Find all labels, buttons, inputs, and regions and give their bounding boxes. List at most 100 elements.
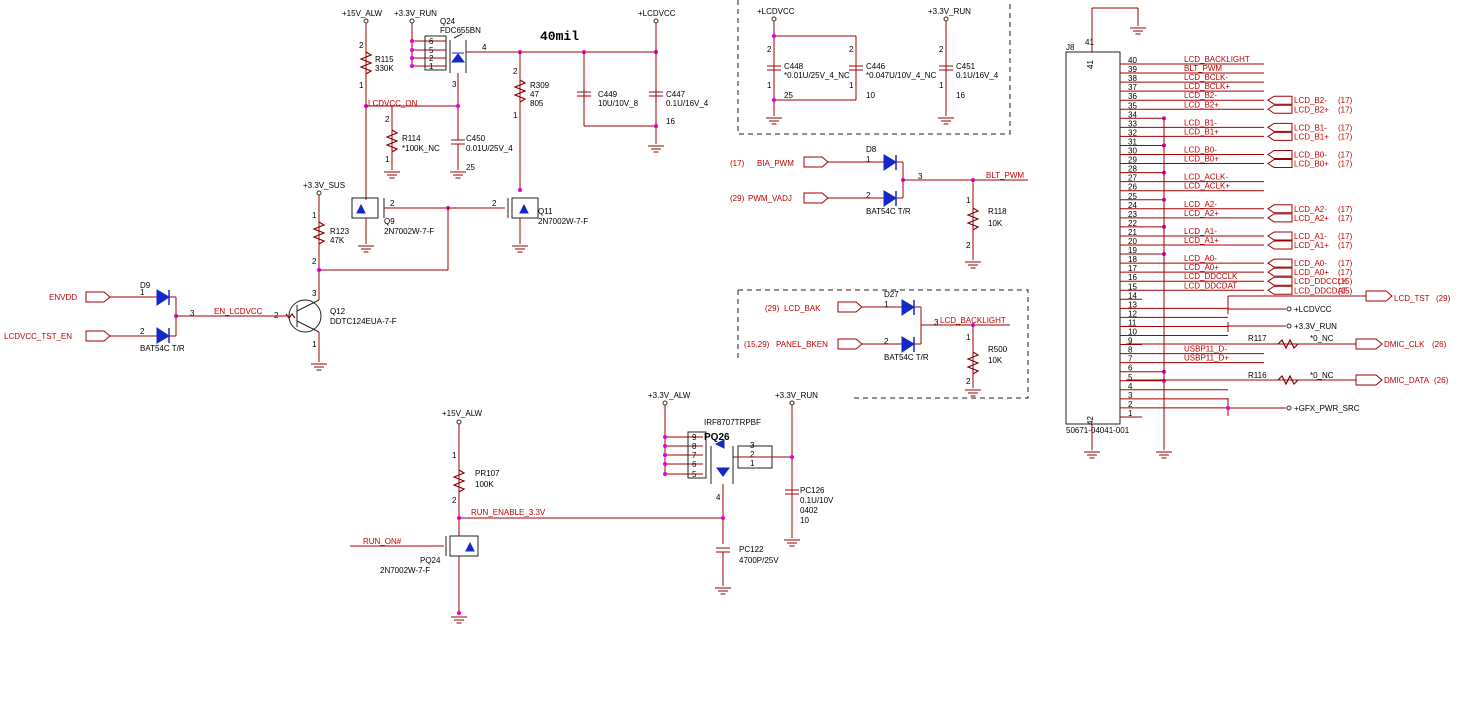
r118-val: 10K [988, 219, 1003, 228]
offpage-page: (17) [1338, 105, 1353, 114]
svg-text:3: 3 [452, 80, 457, 89]
svg-text:1: 1 [312, 211, 317, 220]
offpage-connector [1267, 213, 1293, 223]
d9-part: BAT54C T/R [140, 344, 185, 353]
offpage-page: (17) [1338, 160, 1353, 169]
j8-pin-number: 13 [1128, 300, 1137, 309]
svg-text:3: 3 [750, 441, 755, 450]
j8-pin-net: LCD_BACKLIGHT [1184, 55, 1250, 64]
lcdvcc-pin-label: +LCDVCC [1294, 305, 1332, 314]
offpage-connector [1267, 104, 1293, 114]
j8-pin-number: 25 [1128, 192, 1137, 201]
d9-ref: D9 [140, 281, 151, 290]
c450-n: 25 [466, 163, 475, 172]
net-en-lcdvcc: EN_LCDVCC [214, 307, 263, 316]
pc122-ref: PC122 [739, 545, 764, 554]
svg-text:1: 1 [513, 111, 518, 120]
lcd-bak-page: (29) [765, 304, 780, 313]
3v3-run-pin-label: +3.3V_RUN [1294, 322, 1337, 331]
j8-pin-number: 5 [1128, 373, 1133, 382]
svg-text:8: 8 [692, 442, 697, 451]
svg-text:2: 2 [492, 199, 497, 208]
net-lcd-bak: LCD_BAK [784, 304, 821, 313]
svg-text:5: 5 [429, 46, 434, 55]
offpage-page: (17) [1338, 232, 1353, 241]
svg-text:2: 2 [429, 54, 434, 63]
r116-val: *0_NC [1310, 371, 1334, 380]
rail-label-lcdvcc: +LCDVCC [638, 9, 676, 18]
j8-pin-net: LCD_A1+ [1184, 236, 1219, 245]
offpage-label: LCD_B2+ [1294, 105, 1329, 114]
q24-part: FDC655BN [440, 26, 481, 35]
net-lcdvcc-on: LCDVCC_ON [368, 99, 418, 108]
svg-text:6: 6 [692, 460, 697, 469]
svg-text:3: 3 [190, 309, 195, 318]
svg-text:2: 2 [767, 45, 772, 54]
svg-text:41: 41 [1086, 60, 1095, 69]
j8-pin-number: 7 [1128, 355, 1133, 364]
r123-ref: R123 [330, 227, 350, 236]
pwm-vadj-page: (29) [730, 194, 745, 203]
c450-val: 0.01U/25V_4 [466, 144, 513, 153]
r309-val: 47 [530, 90, 539, 99]
offpage-connector [1267, 150, 1293, 159]
d8-ref: D8 [866, 145, 877, 154]
offpage-label: LCD_B0+ [1294, 160, 1329, 169]
c446-n: 10 [866, 91, 875, 100]
svg-text:5: 5 [692, 470, 697, 479]
svg-text:1: 1 [884, 300, 889, 309]
offpage-page: (17) [1338, 132, 1353, 141]
q11-ref: Q11 [538, 207, 553, 216]
j8-pin-net: LCD_B0+ [1184, 155, 1219, 164]
d27-block: (29) LCD_BAK (15,29) PANEL_BKEN D27 1 2 … [737, 289, 1029, 399]
svg-text:1: 1 [966, 196, 971, 205]
pc126-n: 10 [800, 516, 809, 525]
offpage-label: LCD_A2- [1294, 205, 1327, 214]
j8-pin-net: LCD_ACLK+ [1184, 182, 1230, 191]
svg-text:1: 1 [849, 81, 854, 90]
pr107-ref: PR107 [475, 469, 500, 478]
offpage-label: LCD_A1- [1294, 232, 1327, 241]
j8-pin-net: USBP11_D- [1184, 345, 1227, 354]
offpage-label-list: LCD_B2-(17)LCD_B2+(17)LCD_B1-(17)LCD_B1+… [1267, 95, 1353, 295]
j8-pin-number: 8 [1128, 346, 1133, 355]
j8-pin-net: LCD_DDCCLK [1184, 272, 1238, 281]
r114-ref: R114 [402, 134, 421, 143]
rail-label-3v3-sus: +3.3V_SUS [303, 181, 345, 190]
j8-pin-number: 26 [1128, 183, 1137, 192]
j8-pin-net: LCD_A1- [1184, 227, 1217, 236]
j8-pin-number: 3 [1128, 391, 1133, 400]
pc126-ref: PC126 [800, 486, 825, 495]
d27-part: BAT54C T/R [884, 353, 929, 362]
c451-ref: C451 [956, 62, 976, 71]
offpage-label: LCD_B0- [1294, 151, 1327, 160]
j8-misc-block: LCD_TST (29) +LCDVCC +3.3V_RUN R117 *0_N… [1126, 290, 1451, 416]
offpage-label: LCD_DDCCLK [1294, 277, 1348, 286]
offpage-page: (17) [1338, 268, 1353, 277]
j8-pin-number: 15 [1128, 282, 1137, 291]
r114-val: *100K_NC [402, 144, 440, 153]
svg-text:1: 1 [359, 81, 364, 90]
svg-text:1: 1 [312, 340, 317, 349]
j8-pin-number: 9 [1128, 337, 1133, 346]
offpage-page: (17) [1338, 259, 1353, 268]
pq24-part: 2N7002W-7-F [380, 566, 430, 575]
j8-pin-number: 23 [1128, 210, 1137, 219]
j8-pin-net: LCD_B1+ [1184, 127, 1219, 136]
rail-label-3v3-run: +3.3V_RUN [394, 9, 437, 18]
svg-text:6: 6 [429, 37, 434, 46]
offpage-connector [1267, 131, 1293, 141]
rail-label-3v3-run-2: +3.3V_RUN [775, 391, 818, 400]
j8-pin-number: 11 [1128, 318, 1137, 327]
svg-text:4: 4 [716, 493, 721, 502]
j8-pin-net: LCD_B2+ [1184, 100, 1219, 109]
c447-n: 16 [666, 117, 675, 126]
offpage-page: (17) [1338, 151, 1353, 160]
svg-text:2: 2 [452, 496, 457, 505]
dmic-clk-label: DMIC_CLK [1384, 340, 1425, 349]
offpage-connector [1267, 159, 1293, 169]
offpage-connector [1267, 95, 1293, 105]
offpage-connector [1267, 240, 1293, 250]
r123-val: 47K [330, 236, 345, 245]
